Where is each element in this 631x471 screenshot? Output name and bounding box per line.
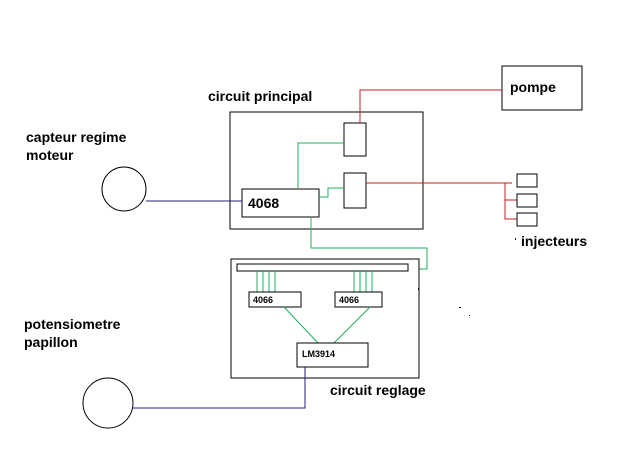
chip-4066-right	[334, 291, 383, 308]
switch-right-pins	[353, 271, 373, 292]
injecteur-1	[516, 173, 538, 188]
injecteur-2	[516, 193, 538, 208]
chip-4066-left-label: 4066	[253, 295, 273, 305]
red-wire-pompe	[359, 89, 502, 123]
stray-dot	[418, 288, 419, 290]
circuit-principal-label: circuit principal	[208, 88, 312, 104]
green-wire-right-to-lm	[333, 306, 371, 344]
pompe-box	[501, 65, 583, 111]
chip-4066-left	[248, 291, 302, 308]
chip-lm3914	[296, 342, 369, 368]
bus-bar	[236, 263, 409, 272]
circuit-reglage-label: circuit reglage	[330, 382, 426, 398]
stray-dot	[515, 238, 516, 240]
capteur-label-line1: capteur regime	[26, 129, 127, 145]
potensiometre-label-line2: papillon	[24, 334, 78, 350]
red-wire-injecteurs-branch	[504, 183, 517, 220]
injecteur-3	[516, 212, 538, 227]
stray-dot	[469, 315, 470, 316]
potensiometre-label-line1: potensiometre	[24, 316, 121, 332]
injecteurs-label: injecteurs	[521, 233, 587, 249]
pompe-label: pompe	[510, 79, 556, 95]
switch-left-pins	[256, 271, 276, 292]
green-wire-left-to-lm	[283, 306, 319, 344]
capteur-label-line2: moteur	[26, 147, 74, 163]
relay-top	[343, 122, 367, 157]
green-wire-to-relay-top	[297, 142, 344, 189]
chip-4068	[241, 188, 320, 218]
chip-4066-right-label: 4066	[339, 295, 359, 305]
chip-4068-label: 4068	[248, 195, 279, 211]
green-wire-to-relay-bottom	[319, 187, 344, 198]
stray-dot	[459, 307, 461, 308]
chip-lm3914-label: LM3914	[302, 349, 335, 359]
green-wire-to-reglage	[310, 217, 428, 270]
relay-bottom	[343, 172, 367, 209]
blue-wire-potensiometre	[133, 367, 306, 409]
potensiometre-circle	[82, 377, 134, 429]
capteur-sensor-circle	[101, 166, 147, 212]
